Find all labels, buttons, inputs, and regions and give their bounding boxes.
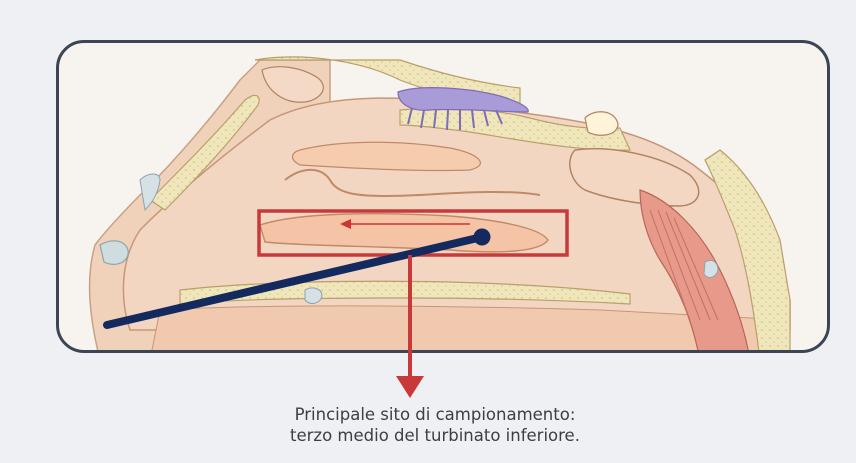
caption-line-2: terzo medio del turbinato inferiore. — [140, 425, 730, 446]
nostril — [100, 241, 128, 264]
sella-turcica — [585, 112, 618, 136]
eustachian-opening — [704, 260, 718, 277]
caption-line-1: Principale sito di campionamento: — [140, 404, 730, 425]
sampling-caption: Principale sito di campionamento: terzo … — [140, 404, 730, 446]
incisive-canal — [305, 288, 322, 303]
